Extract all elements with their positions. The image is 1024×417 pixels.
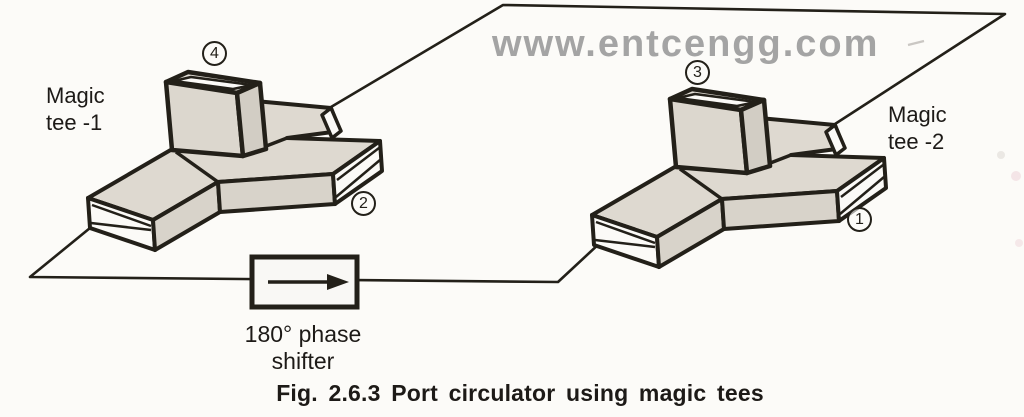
connection-line-top [330, 3, 1007, 126]
phase-shifter-label-line2: shifter [271, 348, 335, 374]
magic-tee-2-label-line1: Magic [888, 102, 947, 127]
phase-shifter-box [249, 254, 360, 310]
arrow-head-icon [327, 274, 349, 290]
magic-tee-1-drawing [88, 72, 382, 250]
magic-tee-1-label: Magic tee -1 [46, 82, 105, 136]
phase-shifter-label-line1: 180° phase [244, 321, 362, 347]
magic-tee-2-drawing [592, 89, 886, 267]
phase-shifter-label: 180° phase shifter [218, 321, 388, 375]
figure-caption: Fig. 2.6.3 Port circulator using magic t… [276, 380, 764, 406]
port-3-badge: 3 [685, 60, 710, 85]
port-1-badge: 1 [847, 207, 872, 232]
magic-tee-2-label: Magic tee -2 [888, 101, 947, 155]
magic-tee-2-label-line2: tee -2 [888, 129, 945, 154]
port-4-badge: 4 [202, 41, 227, 66]
magic-tee-1-label-line2: tee -1 [46, 110, 103, 135]
port-2-badge: 2 [351, 191, 376, 216]
watermark-text: www.entcengg.com [492, 23, 880, 65]
scan-artifacts [907, 39, 1023, 247]
magic-tee-1-label-line1: Magic [46, 83, 105, 108]
